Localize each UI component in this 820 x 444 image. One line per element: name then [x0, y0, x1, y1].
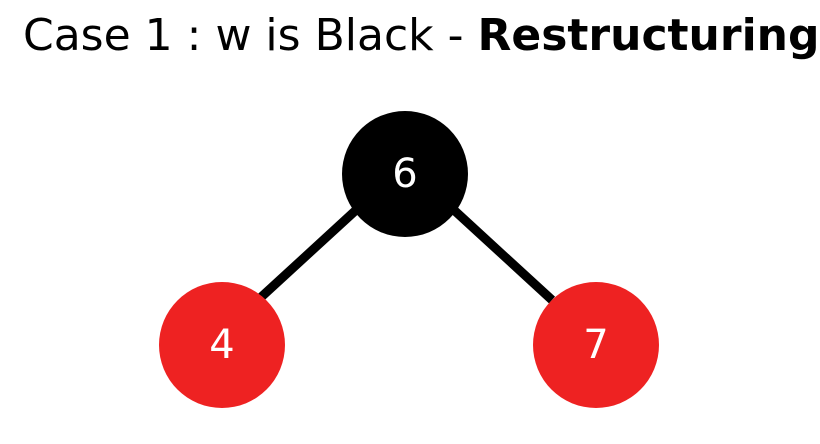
node-right-label: 7 — [583, 322, 608, 368]
node-left-label: 4 — [209, 322, 234, 368]
node-left-circle — [159, 282, 285, 408]
page-title: Case 1 : w is Black - Restructuring — [23, 6, 819, 66]
node-right-circle — [533, 282, 659, 408]
title-emphasis: Restructuring — [477, 10, 820, 61]
node-right: 7 — [533, 282, 659, 408]
edge-root-left — [254, 207, 359, 304]
node-root: 6 — [342, 111, 468, 237]
title-prefix: Case 1 : w is Black - — [23, 10, 478, 61]
node-left: 4 — [159, 282, 285, 408]
node-root-label: 6 — [392, 151, 417, 197]
node-root-circle — [342, 111, 468, 237]
edge-root-right — [451, 207, 556, 304]
